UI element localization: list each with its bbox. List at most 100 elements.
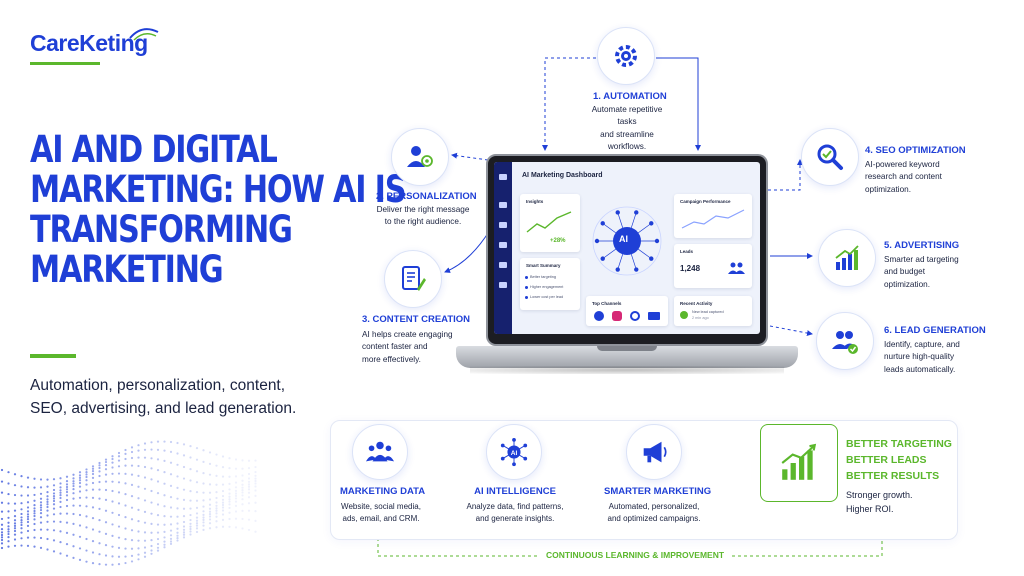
desc-line: optimization. — [884, 279, 930, 289]
growth-chart-icon — [781, 443, 817, 480]
flow-desc-smarter-marketing: Automated, personalized, and optimized c… — [598, 501, 710, 526]
desc-line: Smarter ad targeting — [884, 255, 959, 264]
desc-line: optimization. — [865, 184, 911, 194]
leads-card: Leads 1,248 — [674, 244, 752, 288]
leads-label: Leads — [680, 249, 694, 254]
result-sub-line: Stronger growth. — [846, 490, 913, 500]
page-subtext: Automation, personalization, content, SE… — [30, 374, 350, 421]
result-sub-line: Higher ROI. — [846, 504, 894, 515]
dotted-wave-decoration — [0, 440, 257, 566]
laptop-notch — [597, 346, 657, 351]
subtext-line: SEO, advertising, and lead generation. — [30, 400, 297, 418]
user-target-icon — [391, 128, 449, 186]
desc-line: Website, social media, — [341, 502, 421, 511]
headline-line: AI AND DIGITAL — [30, 128, 278, 171]
ai-hub-label: AI — [619, 234, 628, 244]
activity-time: 2 min ago — [692, 316, 709, 320]
activity-text: New lead captured — [692, 310, 724, 314]
bullet-dot — [525, 276, 528, 279]
desc-line: to the right audience. — [384, 217, 462, 227]
subtext-line: Automation, personalization, content, — [30, 377, 286, 394]
document-pen-icon — [384, 250, 442, 308]
feature-desc-personalization: Deliver the right message to the right a… — [374, 204, 472, 229]
check-circle-icon — [680, 311, 688, 319]
headline-line: MARKETING: HOW AI IS — [30, 167, 407, 211]
desc-line: more effectively. — [362, 354, 421, 364]
flow-title-marketing-data: MARKETING DATA — [340, 486, 426, 497]
desc-line: and generate insights. — [475, 514, 555, 524]
bar-growth-icon — [818, 229, 876, 287]
magnifier-check-icon — [801, 128, 859, 186]
recent-activity-label: Recent Activity — [680, 301, 713, 306]
facebook-icon — [594, 311, 604, 321]
leads-value: 1,248 — [680, 264, 701, 273]
desc-line: and optimized campaigns. — [607, 514, 701, 524]
logo-underline — [30, 62, 100, 65]
insights-label: Insights — [526, 199, 544, 204]
top-channels-card: Top Channels — [586, 296, 668, 326]
people-check-icon — [816, 312, 874, 370]
laptop-shadow — [470, 366, 784, 374]
desc-line: Automate repetitive tasks — [591, 105, 663, 127]
feature-title-advertising: 5. ADVERTISING — [884, 240, 960, 251]
sidebar-menu-icon — [499, 174, 507, 180]
people-group-icon — [352, 424, 408, 480]
leads-people-icon — [728, 262, 745, 274]
continuous-loop-label: CONTINUOUS LEARNING & IMPROVEMENT — [540, 550, 731, 560]
desc-line: Analyze data, find patterns, — [466, 502, 564, 511]
feature-title-content-creation: 3. CONTENT CREATION — [362, 314, 471, 325]
feature-title-lead-generation: 6. LEAD GENERATION — [884, 325, 986, 336]
campaign-card: Campaign Performance — [674, 194, 752, 238]
flow-title-smarter-marketing: SMARTER MARKETING — [604, 486, 712, 497]
headline-line: TRANSFORMING — [30, 207, 293, 251]
ai-hub-graphic — [592, 206, 662, 276]
desc-line: AI-powered keyword — [865, 160, 940, 169]
dashboard-title: AI Marketing Dashboard — [522, 172, 603, 179]
results-growth-box — [760, 424, 838, 502]
megaphone-icon — [626, 424, 682, 480]
smart-summary-label: Smart Summary — [526, 263, 561, 268]
desc-line: Deliver the right message — [376, 205, 470, 214]
feature-title-automation: 1. AUTOMATION — [593, 91, 667, 102]
desc-line: Automated, personalized, — [608, 502, 700, 511]
recent-activity-card: Recent Activity New lead captured 2 min … — [674, 296, 752, 326]
insights-sparkline — [526, 211, 572, 233]
bullet-dot — [525, 296, 528, 299]
summary-item: Lower cost per lead — [530, 295, 564, 299]
sidebar-mail-icon — [499, 262, 507, 268]
feature-desc-automation: Automate repetitive tasks and streamline… — [582, 104, 672, 153]
top-channels-label: Top Channels — [592, 301, 622, 306]
desc-line: ads, email, and CRM. — [342, 514, 420, 524]
gear-icon — [597, 27, 655, 85]
desc-line: nurture high-quality — [884, 352, 955, 362]
feature-title-personalization: 2. PERSONALIZATION — [376, 191, 477, 202]
mail-icon — [648, 312, 660, 320]
flow-desc-marketing-data: Website, social media, ads, email, and C… — [330, 501, 432, 526]
desc-line: content faster and — [362, 342, 428, 352]
smart-summary-card: Smart Summary Better targeting Higher en… — [520, 258, 580, 310]
sidebar-chart-icon — [499, 222, 507, 228]
result-sub: Stronger growth. Higher ROI. — [846, 488, 913, 517]
desc-line: and streamline workflows. — [600, 129, 654, 151]
result-line: BETTER LEADS — [846, 454, 927, 466]
desc-line: research and content — [865, 172, 942, 182]
desc-line: leads automatically. — [884, 364, 956, 374]
flow-title-ai-intelligence: AI INTELLIGENCE — [474, 486, 556, 497]
dashboard-sidebar — [494, 162, 512, 334]
campaign-line-chart — [681, 209, 745, 229]
page-headline: AI AND DIGITAL MARKETING: HOW AI IS TRAN… — [30, 128, 407, 291]
result-line: BETTER RESULTS — [846, 470, 940, 482]
insights-card: Insights +28% — [520, 194, 580, 252]
desc-line: and budget — [884, 267, 925, 277]
headline-line: MARKETING — [30, 247, 224, 291]
sidebar-home-icon — [499, 202, 507, 208]
svg-text:AI: AI — [511, 450, 518, 457]
summary-item: Better targeting — [530, 275, 556, 279]
headline-divider — [30, 354, 76, 358]
feature-desc-content-creation: AI helps create engaging content faster … — [362, 329, 462, 366]
laptop: AI Marketing Dashboard Insights +28% AI … — [486, 154, 768, 346]
sidebar-users-icon — [499, 242, 507, 248]
feature-desc-seo: AI-powered keyword research and content … — [865, 159, 975, 196]
insights-value: +28% — [550, 238, 566, 244]
sidebar-settings-icon — [499, 282, 507, 288]
